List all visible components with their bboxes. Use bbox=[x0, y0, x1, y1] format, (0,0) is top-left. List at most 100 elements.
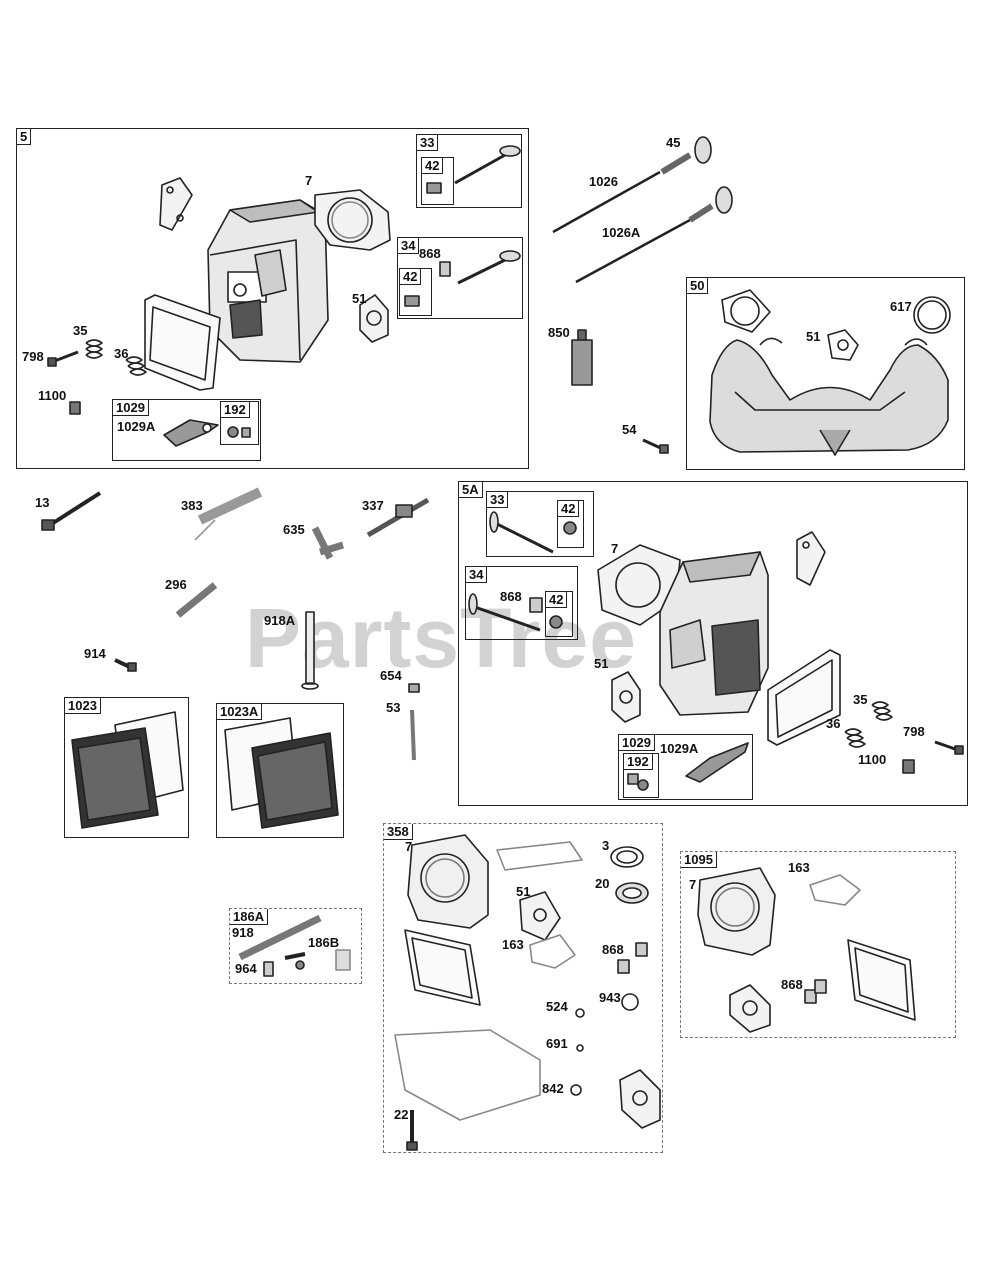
group-box-34: 34 bbox=[397, 237, 523, 319]
part-label: 51 bbox=[516, 884, 531, 899]
spring-icon bbox=[844, 728, 866, 748]
valve-icon bbox=[489, 511, 554, 554]
bolt-icon bbox=[41, 491, 102, 531]
group-box-34: 34 bbox=[465, 566, 578, 640]
rocker-arm-icon bbox=[163, 419, 219, 447]
gasket-icon bbox=[615, 882, 649, 904]
part-label: 617 bbox=[890, 299, 912, 314]
spring-icon bbox=[804, 979, 827, 1004]
gasket-icon bbox=[519, 891, 561, 941]
spring-icon bbox=[871, 701, 893, 721]
part-label: 868 bbox=[781, 977, 803, 992]
group-box-1029: 1029 bbox=[112, 399, 261, 461]
gasket-icon bbox=[597, 544, 681, 626]
part-label: 691 bbox=[546, 1036, 568, 1051]
part-label: 163 bbox=[788, 860, 810, 875]
part-label: 842 bbox=[542, 1081, 564, 1096]
valve-icon bbox=[284, 952, 306, 970]
part-label: 868 bbox=[419, 246, 441, 261]
spring-icon bbox=[563, 521, 577, 535]
part-label: 1026 bbox=[589, 174, 618, 189]
gasket-icon bbox=[847, 939, 916, 1021]
gasket-icon bbox=[404, 929, 481, 1006]
group-label: 33 bbox=[417, 135, 439, 151]
part-label: 54 bbox=[622, 422, 637, 437]
group-label: 1023A bbox=[217, 704, 263, 720]
group-box-1029: 1029 bbox=[618, 734, 753, 800]
push-rod-icon bbox=[552, 170, 661, 234]
bolt-icon bbox=[114, 658, 137, 672]
bolt-icon bbox=[194, 487, 263, 541]
gasket-icon bbox=[913, 296, 951, 334]
part-label: 3 bbox=[602, 838, 610, 853]
gasket-icon bbox=[570, 1084, 582, 1096]
part-label: 798 bbox=[903, 724, 925, 739]
part-label: 1100 bbox=[38, 388, 67, 403]
group-label: 1023 bbox=[65, 698, 101, 714]
part-label: 524 bbox=[546, 999, 568, 1014]
valve-icon bbox=[688, 186, 733, 223]
part-label: 35 bbox=[73, 323, 88, 338]
gasket-icon bbox=[619, 1069, 661, 1129]
bolt-icon bbox=[642, 438, 669, 454]
spark-plug-icon bbox=[366, 497, 430, 538]
gasket-icon bbox=[827, 329, 859, 361]
valve-icon bbox=[457, 250, 521, 285]
group-label: 1095 bbox=[681, 852, 717, 868]
gasket-icon bbox=[159, 177, 193, 231]
spring-icon bbox=[902, 759, 915, 774]
part-label: 22 bbox=[394, 1107, 409, 1122]
group-label: 42 bbox=[422, 158, 444, 174]
gasket-icon bbox=[729, 984, 771, 1033]
part-label: 7 bbox=[405, 839, 413, 854]
valve-cover-icon bbox=[224, 717, 339, 829]
part-label: 7 bbox=[689, 877, 697, 892]
part-label: 914 bbox=[84, 646, 106, 661]
group-box-186A: 186A bbox=[229, 908, 362, 984]
gasket-icon bbox=[407, 834, 489, 929]
part-label: 943 bbox=[599, 990, 621, 1005]
valve-icon bbox=[454, 145, 521, 185]
part-label: 51 bbox=[594, 656, 609, 671]
part-label: 798 bbox=[22, 349, 44, 364]
group-label: 186A bbox=[230, 909, 269, 925]
spring-icon bbox=[125, 356, 147, 376]
gasket-icon bbox=[314, 189, 391, 251]
gasket-icon bbox=[529, 934, 576, 969]
group-box-192: 192 bbox=[220, 401, 259, 445]
bolt-icon bbox=[47, 350, 79, 367]
group-box-192: 192 bbox=[623, 753, 659, 798]
part-label: 918 bbox=[232, 925, 254, 940]
part-label: 45 bbox=[666, 135, 681, 150]
gasket-icon bbox=[610, 846, 644, 868]
part-label: 383 bbox=[181, 498, 203, 513]
part-label: 163 bbox=[502, 937, 524, 952]
valve-icon bbox=[660, 136, 712, 175]
gasket-icon bbox=[575, 1008, 585, 1052]
gasket-icon bbox=[359, 294, 389, 343]
part-label: 7 bbox=[611, 541, 619, 556]
group-label: 5 bbox=[17, 129, 32, 145]
part-label: 850 bbox=[548, 325, 570, 340]
spring-icon bbox=[69, 401, 81, 415]
group-label: 358 bbox=[384, 824, 413, 840]
part-label: 186B bbox=[308, 935, 340, 950]
spring-icon bbox=[627, 773, 649, 791]
valve-cover-icon bbox=[71, 711, 184, 829]
intake-manifold-icon bbox=[709, 337, 949, 456]
part-label: 13 bbox=[35, 495, 50, 510]
part-label: 918A bbox=[264, 613, 296, 628]
group-box-42: 42 bbox=[421, 157, 454, 205]
part-label: 1029A bbox=[117, 419, 156, 434]
part-label: 654 bbox=[380, 668, 402, 683]
group-box-50: 50 bbox=[686, 277, 965, 470]
group-label: 50 bbox=[687, 278, 709, 294]
gasket-icon bbox=[496, 841, 583, 871]
group-label: 192 bbox=[221, 402, 250, 418]
spring-icon bbox=[263, 961, 274, 977]
bolt-icon bbox=[934, 740, 964, 755]
group-box-33: 33 bbox=[416, 134, 522, 208]
group-box-5A: 5A bbox=[458, 481, 968, 806]
group-label: 42 bbox=[400, 269, 422, 285]
